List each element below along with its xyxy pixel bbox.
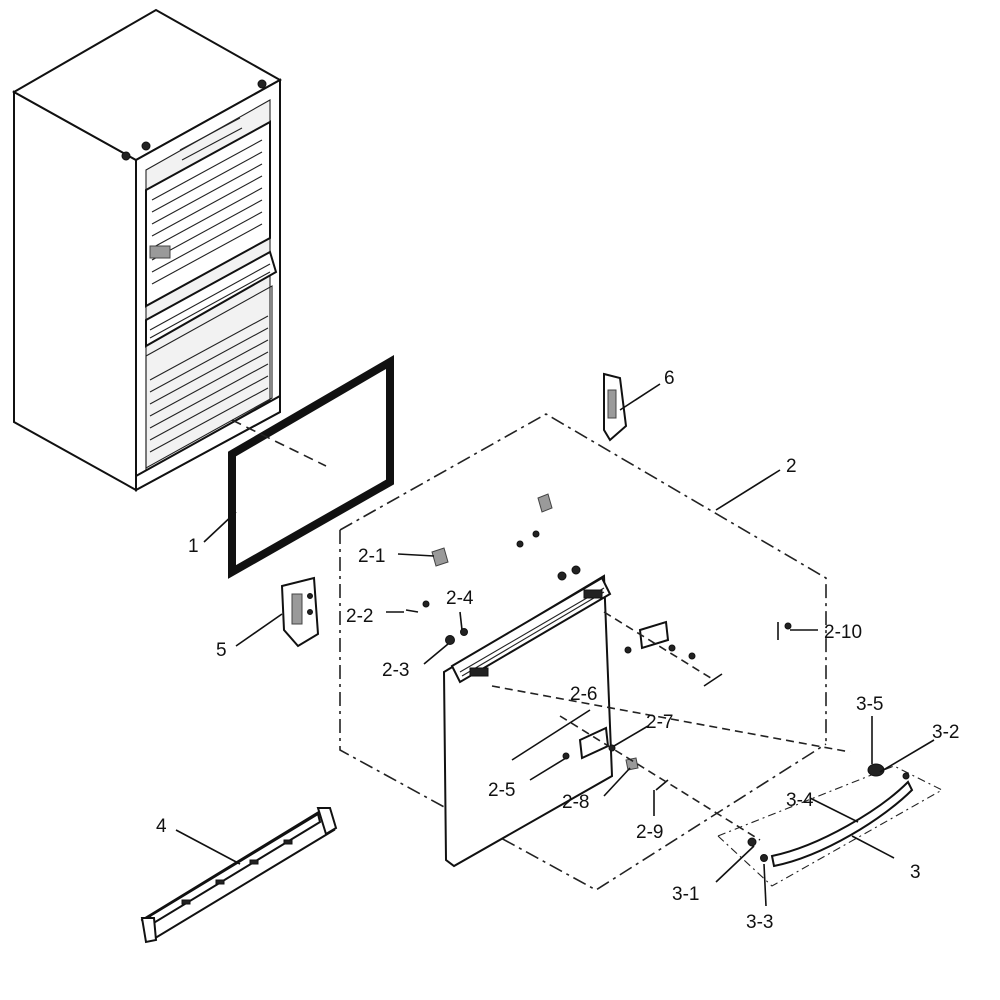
label-3-4: 3-4 — [786, 790, 814, 811]
label-3-2: 3-2 — [932, 722, 959, 743]
part-6-lower-hinge-right — [603, 372, 628, 442]
label-2-3: 2-3 — [382, 660, 409, 681]
refrigerator-cabinet — [11, 8, 283, 492]
label-3-1: 3-1 — [672, 884, 699, 905]
label-3-3: 3-3 — [746, 912, 773, 933]
small-hardware — [405, 493, 851, 841]
label-2-4: 2-4 — [446, 588, 474, 609]
part-2-assembly-boundary — [339, 413, 827, 744]
label-2-8: 2-8 — [562, 792, 589, 813]
label-2-7: 2-7 — [646, 712, 673, 733]
part-2-assembly-boundary-lower — [339, 530, 827, 891]
label-2-10: 2-10 — [824, 622, 862, 643]
part-4-drawer-trim — [140, 807, 338, 944]
part-2-drawer-front — [442, 574, 614, 868]
label-6: 6 — [664, 368, 675, 389]
label-3: 3 — [910, 862, 921, 883]
part-labels: 1 2 2-1 2-2 2-3 2-4 2-5 2-6 2-7 2-8 2-9 … — [156, 368, 959, 933]
part-3-rail-assembly — [717, 763, 944, 887]
label-2-2: 2-2 — [346, 606, 373, 627]
label-3-5: 3-5 — [856, 694, 883, 715]
label-1: 1 — [188, 536, 199, 557]
part-1-door-gasket — [228, 355, 394, 579]
label-5: 5 — [216, 640, 227, 661]
label-2: 2 — [786, 456, 797, 477]
label-4: 4 — [156, 816, 167, 837]
label-2-6: 2-6 — [570, 684, 597, 705]
leader-lines — [175, 383, 935, 907]
label-2-9: 2-9 — [636, 822, 663, 843]
label-2-5: 2-5 — [488, 780, 515, 801]
label-2-1: 2-1 — [358, 546, 385, 567]
part-5-lower-hinge-left — [280, 576, 320, 648]
